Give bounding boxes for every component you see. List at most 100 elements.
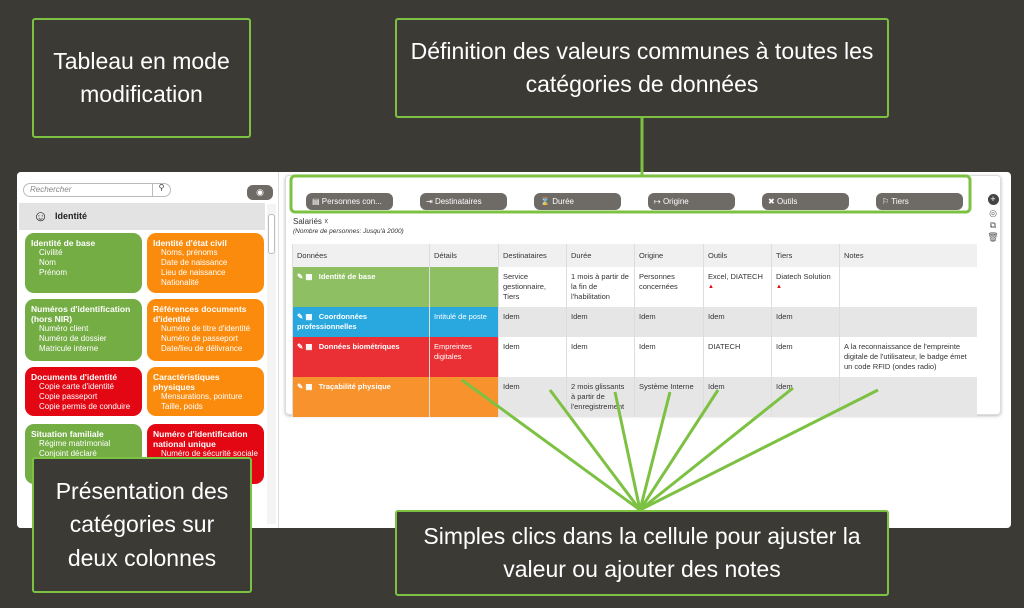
cell-tiers[interactable]: Idem [771,337,840,377]
card-item[interactable]: Nom [39,258,56,267]
card-item[interactable]: Numéro de titre d'identité [161,324,251,333]
card-item[interactable]: Copie permis de conduire [39,402,131,411]
toolbar-label: Origine [662,197,689,206]
category-sidebar: Rechercher⚲ ◉ ☺Identité Identité de base… [17,172,279,528]
card-item[interactable]: Matricule interne [39,344,99,353]
edit-icon[interactable]: ✎ [297,272,304,281]
card-item[interactable]: Conjoint déclaré [39,449,97,458]
cell-tiers[interactable]: Diatech Solution ▲ [771,267,840,307]
edit-icon[interactable]: ✎ [297,312,304,321]
cell-duree[interactable]: Idem [566,337,635,377]
toolbar-button-4[interactable]: ✖ Outils [762,193,849,210]
edit-icon[interactable]: ✎ [297,382,304,391]
cell-outils[interactable]: DIATECH [703,337,772,377]
cell-duree[interactable]: Idem [566,307,635,337]
card-item[interactable]: Date de naissance [161,258,228,267]
callout-edit-mode: Tableau en mode modification [32,18,251,138]
tools-icon: ✖ [768,197,775,206]
cell-tiers[interactable]: Idem [771,307,840,337]
cell-name[interactable]: ✎ ▦ Coordonnées professionnelles [292,307,430,337]
card-title: Références documents d'identité [153,304,247,324]
column-header[interactable]: Notes [839,244,977,267]
toolbar-button-0[interactable]: ▤ Personnes con... [306,193,393,210]
view-icon[interactable]: ◎ [989,208,997,218]
cell-details[interactable]: Empreintes digitales [429,337,499,377]
add-icon[interactable]: + [987,194,999,205]
column-header[interactable]: Origine [634,244,704,267]
column-header[interactable]: Tiers [771,244,840,267]
cell-name[interactable]: ✎ ▦ Traçabilité physique [292,377,430,417]
category-card[interactable]: Numéros d'identification (hors NIR)Numér… [25,299,142,361]
card-title: Documents d'identité [31,372,118,382]
search-icon[interactable]: ⚲ [152,183,170,197]
population-label: Salariés ☓ [293,217,329,226]
trophy-icon: ☓ [324,217,329,226]
card-item[interactable]: Régime matrimonial [39,439,111,448]
search-input[interactable]: Rechercher⚲ [23,183,171,197]
cell-duree[interactable]: 2 mois glissants à partir de l'enregistr… [566,377,635,417]
toolbar-button-5[interactable]: ⚐ Tiers [876,193,963,210]
trash-icon[interactable]: ▦ [305,312,313,321]
scrollbar[interactable] [267,204,276,524]
section-identity[interactable]: ☺Identité [19,203,265,230]
cell-origine[interactable]: Idem [634,337,704,377]
cell-details[interactable]: Intitulé de poste [429,307,499,337]
trash-icon[interactable]: ▦ [305,272,313,281]
card-item[interactable]: Nationalité [161,278,199,287]
cell-origine[interactable]: Personnes concernées [634,267,704,307]
column-header[interactable]: Données [292,244,430,267]
side-actions: + ◎ ⧉ 🗑 [985,194,1001,243]
card-item[interactable]: Lieu de naissance [161,268,226,277]
cell-details[interactable] [429,267,499,307]
cell-notes[interactable]: A la reconnaissance de l'empreinte digit… [839,337,977,377]
column-header[interactable]: Outils [703,244,772,267]
cell-duree[interactable]: 1 mois à partir de la fin de l'habilitat… [566,267,635,307]
cell-origine[interactable]: Idem [634,307,704,337]
trash-icon[interactable]: ▦ [305,342,313,351]
cell-outils[interactable]: Idem [703,307,772,337]
card-title: Situation familiale [31,429,104,439]
cell-dest[interactable]: Service gestionnaire, Tiers [498,267,567,307]
card-item[interactable]: Numéro de dossier [39,334,107,343]
cell-dest[interactable]: Idem [498,307,567,337]
card-item[interactable]: Mensurations, pointure [161,392,243,401]
card-item[interactable]: Taille, poids [161,402,203,411]
card-item[interactable]: Copie passeport [39,392,98,401]
card-item[interactable]: Civilité [39,248,63,257]
card-item[interactable]: Numéro client [39,324,89,333]
card-item[interactable]: Prénom [39,268,68,277]
edit-icon[interactable]: ✎ [297,342,304,351]
cell-notes[interactable] [839,377,977,417]
table-row: ✎ ▦ Identité de base Service gestionnaire… [292,267,977,307]
cell-notes[interactable] [839,307,977,337]
copy-icon[interactable]: ⧉ [989,220,997,230]
toolbar-button-3[interactable]: ↦ Origine [648,193,735,210]
toolbar-button-2[interactable]: ⌛ Durée [534,193,621,210]
cell-name[interactable]: ✎ ▦ Identité de base [292,267,430,307]
card-item[interactable]: Numéro de passeport [161,334,238,343]
card-item[interactable]: Noms, prénoms [161,248,218,257]
toolbar-button-1[interactable]: ⇥ Destinataires [420,193,507,210]
column-header[interactable]: Durée [566,244,635,267]
cell-outils[interactable]: Excel, DIATECH ▲ [703,267,772,307]
card-item[interactable]: Copie carte d'identité [39,382,114,391]
card-item[interactable]: Numéro de sécurité sociale [161,449,258,458]
trash-icon[interactable]: 🗑 [987,232,999,242]
population-note: (Nombre de personnes: Jusqu'à 2000) [293,228,404,235]
toolbar-label: Destinataires [434,197,482,206]
card-item[interactable]: Date/lieu de délivrance [161,344,243,353]
cell-name[interactable]: ✎ ▦ Données biométriques [292,337,430,377]
cell-notes[interactable] [839,267,977,307]
column-header[interactable]: Détails [429,244,499,267]
eye-icon[interactable]: ◉ [247,185,273,200]
trash-icon[interactable]: ▦ [305,382,313,391]
cell-dest[interactable]: Idem [498,337,567,377]
column-header[interactable]: Destinataires [498,244,567,267]
